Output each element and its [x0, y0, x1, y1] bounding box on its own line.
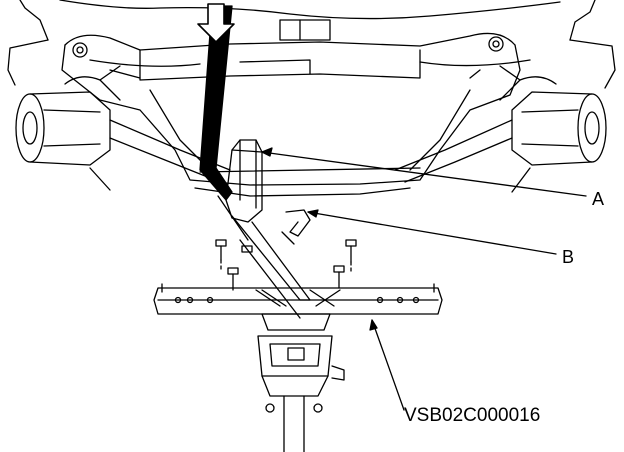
direction-arrow-down-icon	[197, 3, 235, 43]
figure-code: VSB02C000016	[404, 405, 541, 426]
bolt-icon	[333, 265, 345, 289]
subframe-mount-bracket	[225, 139, 263, 223]
retaining-clip	[281, 209, 311, 245]
leader-line-b	[307, 209, 557, 255]
leader-line-a	[261, 147, 587, 197]
callout-label-b: B	[562, 247, 575, 267]
bolt-icon	[215, 239, 227, 261]
vehicle-body-outline	[7, 0, 616, 89]
bolt-icon	[227, 267, 239, 291]
callout-label-a: A	[592, 189, 605, 209]
mounting-bolts	[215, 239, 357, 291]
lower-control-arms	[89, 119, 531, 193]
transmission-jack-head	[257, 313, 345, 452]
jack-adapter-arm	[153, 215, 443, 319]
leader-line-figure-code	[369, 319, 405, 411]
front-subframe	[61, 19, 521, 197]
left-wheel-hub	[15, 65, 121, 166]
safety-strap	[199, 5, 249, 241]
bolt-icon	[345, 239, 357, 263]
